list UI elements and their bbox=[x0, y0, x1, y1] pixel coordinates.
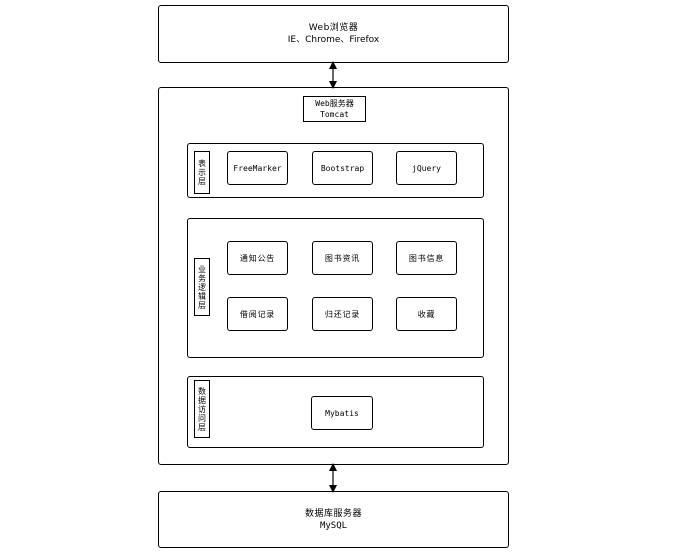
data-access-layer-label: 数据访问层 bbox=[194, 380, 210, 438]
browser-title: Web浏览器 bbox=[308, 23, 359, 33]
module-notices: 通知公告 bbox=[227, 241, 288, 275]
module-return-records: 归还记录 bbox=[312, 297, 373, 331]
web-server-subtitle: Tomcat bbox=[320, 110, 349, 119]
module-book-info: 图书信息 bbox=[396, 241, 457, 275]
web-server-label: Web服务器 Tomcat bbox=[303, 96, 366, 122]
browser-subtitle: IE、Chrome、Firefox bbox=[287, 35, 380, 45]
module-borrow-records: 借阅记录 bbox=[227, 297, 288, 331]
db-server-subtitle: MySQL bbox=[319, 520, 348, 531]
module-jquery: jQuery bbox=[396, 151, 457, 185]
presentation-layer-label: 表示层 bbox=[194, 151, 210, 194]
module-book-news: 图书资讯 bbox=[312, 241, 373, 275]
browser-box: Web浏览器 IE、Chrome、Firefox bbox=[158, 5, 509, 63]
module-bootstrap: Bootstrap bbox=[312, 151, 373, 185]
db-server-title: 数据库服务器 bbox=[304, 508, 362, 519]
module-freemarker: FreeMarker bbox=[227, 151, 288, 185]
web-server-title: Web服务器 bbox=[315, 99, 354, 108]
module-favorites: 收藏 bbox=[396, 297, 457, 331]
db-server-box: 数据库服务器 MySQL bbox=[158, 491, 509, 548]
business-layer-label: 业务逻辑层 bbox=[194, 258, 210, 316]
business-layer bbox=[187, 218, 484, 358]
module-mybatis: Mybatis bbox=[311, 396, 373, 430]
